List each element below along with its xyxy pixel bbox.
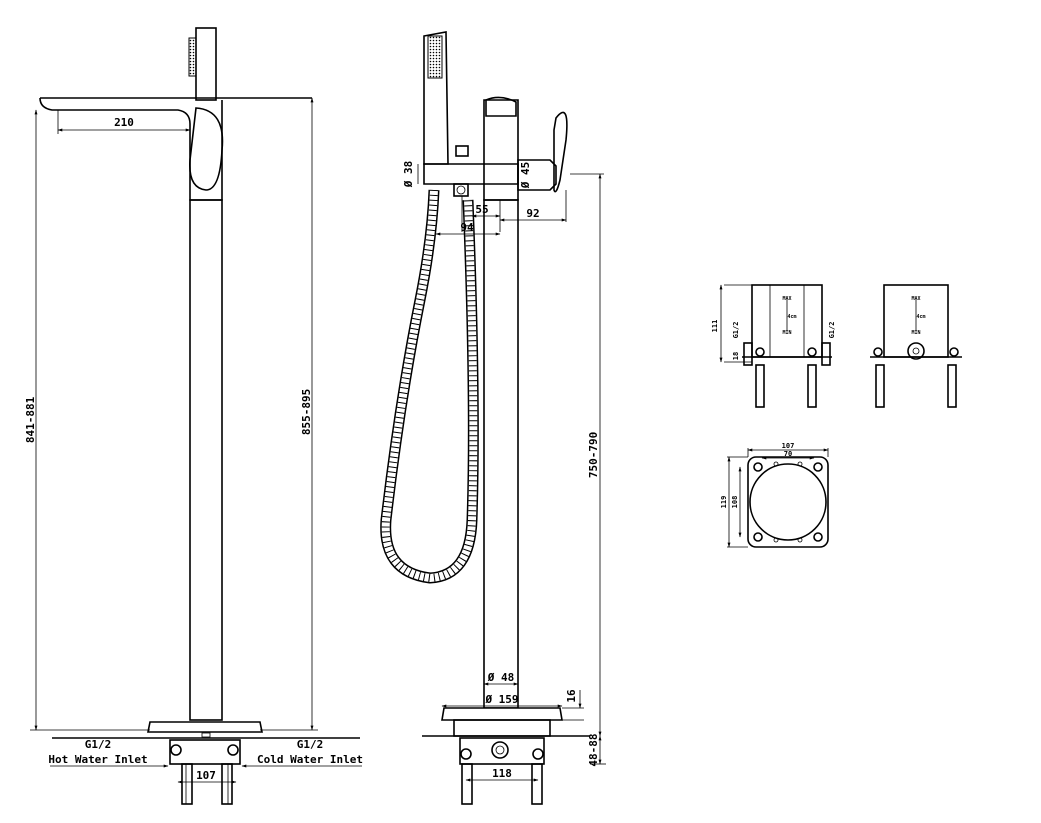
box-top-view: 107 70 119 108 bbox=[720, 442, 829, 548]
riser-pipe bbox=[189, 199, 223, 721]
dim-92: 92 bbox=[526, 207, 539, 220]
rough-in-box bbox=[169, 739, 241, 765]
mixer-body bbox=[423, 163, 519, 185]
hot-inlet-size: G1/2 bbox=[85, 738, 112, 751]
dim-spout-height: 855-895 bbox=[300, 389, 313, 435]
box-top-width-outer: 107 bbox=[782, 442, 795, 450]
box-front-view: MAX 4cm MIN 111 G1/2 G1/2 18 bbox=[711, 284, 836, 408]
box-front-thread-right: G1/2 bbox=[828, 322, 836, 339]
box-front-max: MAX bbox=[782, 296, 791, 302]
box-side-view: MAX 4cm MIN bbox=[870, 284, 962, 408]
hot-inlet-label: Hot Water Inlet bbox=[48, 753, 147, 766]
floor-flange bbox=[147, 721, 263, 733]
box-front-thread-left: G1/2 bbox=[732, 322, 740, 339]
spout bbox=[39, 97, 191, 130]
front-rough-in bbox=[459, 737, 545, 765]
dim-front-height: 750-790 bbox=[587, 432, 600, 478]
dim-front-base-width: 118 bbox=[492, 767, 512, 780]
dim-base-depth: 48-88 bbox=[587, 733, 600, 766]
cartridge-housing bbox=[517, 159, 557, 191]
dim-total-height: 841-881 bbox=[24, 396, 37, 443]
front-view: Ø 38 Ø 45 55 92 94 Ø 48 Ø 159 16 750-790… bbox=[380, 31, 606, 805]
side-view: 210 841-881 855-895 G1/2 Hot Water Inlet… bbox=[24, 27, 363, 805]
cold-inlet-label: Cold Water Inlet bbox=[257, 753, 363, 766]
dim-diverter-diameter: Ø 38 bbox=[402, 161, 415, 189]
dim-94: 94 bbox=[460, 221, 474, 234]
dim-flange-diameter: Ø 159 bbox=[484, 693, 518, 706]
dim-handle-diameter: Ø 45 bbox=[519, 162, 532, 190]
front-riser bbox=[483, 199, 519, 709]
box-top-width-inner: 70 bbox=[784, 450, 792, 458]
box-top-opening bbox=[749, 463, 827, 541]
box-side-max: MAX bbox=[911, 296, 920, 302]
dim-pipe-diameter: Ø 48 bbox=[487, 671, 515, 684]
box-top-depth-inner: 108 bbox=[731, 496, 739, 509]
box-side-depth: 4cm bbox=[916, 314, 925, 320]
lever-handle bbox=[189, 107, 224, 191]
box-side-min: MIN bbox=[911, 330, 920, 336]
box-front-min: MIN bbox=[782, 330, 791, 336]
box-front-height: 111 bbox=[711, 320, 719, 333]
dim-side-base-width: 107 bbox=[196, 769, 216, 782]
dim-spout-reach: 210 bbox=[114, 116, 134, 129]
dim-55: 55 bbox=[475, 203, 488, 216]
cold-inlet-size: G1/2 bbox=[297, 738, 324, 751]
box-top-depth-outer: 119 bbox=[720, 496, 728, 509]
box-front-depth: 4cm bbox=[787, 314, 796, 320]
box-front-inlet-height: 18 bbox=[732, 352, 740, 360]
handshower-top bbox=[195, 27, 217, 101]
side-lever bbox=[553, 111, 568, 193]
front-flange bbox=[441, 707, 563, 721]
dim-flange-thickness: 16 bbox=[565, 689, 578, 703]
